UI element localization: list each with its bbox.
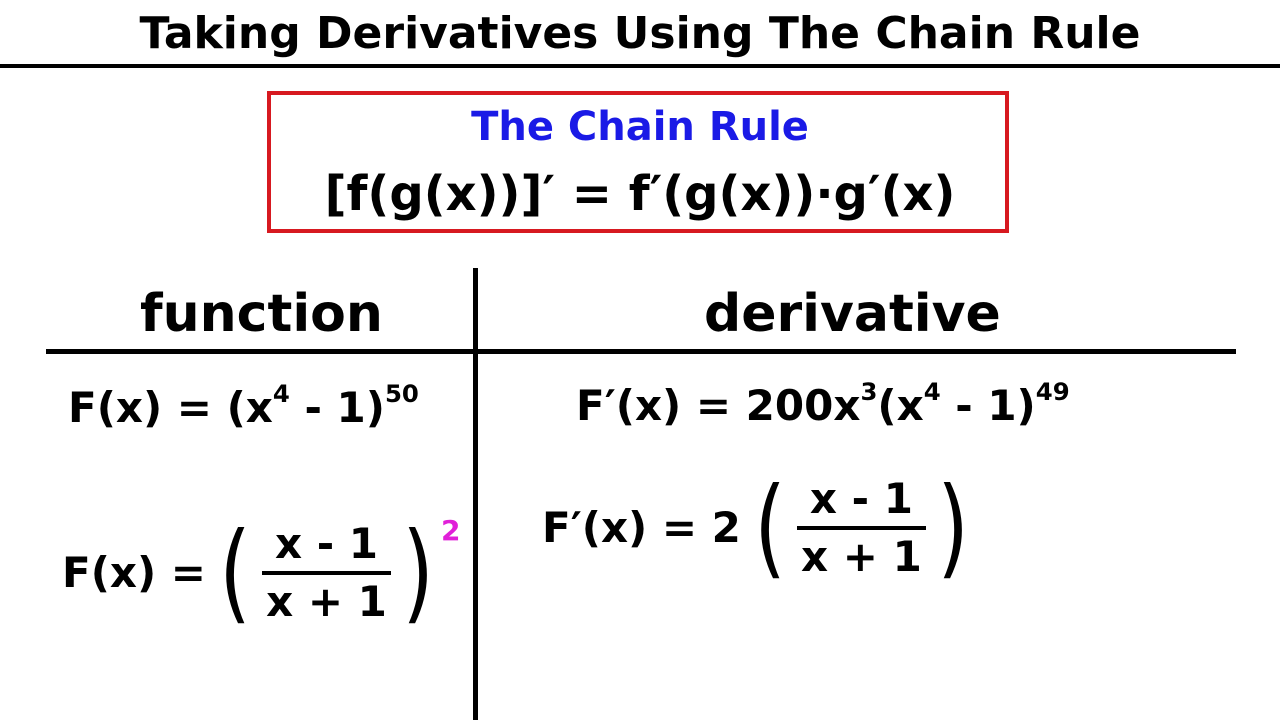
page-title: Taking Derivatives Using The Chain Rule (139, 8, 1141, 59)
example1-derivative-base: F′(x) = 200x (576, 381, 861, 430)
chain-rule-heading: The Chain Rule (471, 104, 809, 150)
right-paren-glyph: ) (937, 465, 969, 590)
example2-derivative-numerator: x - 1 (809, 474, 913, 523)
example1-derivative-mid-b: - 1) (940, 381, 1036, 430)
example2-derivative: F′(x) = 2 ( x - 1 x + 1 ) (542, 463, 974, 593)
fraction-bar (262, 571, 391, 575)
table-horizontal-divider (46, 349, 1236, 354)
example2-derivative-lhs: F′(x) = 2 (542, 503, 741, 552)
example2-function-lhs: F(x) = (62, 548, 206, 597)
left-paren-glyph: ( (754, 465, 786, 590)
right-paren-glyph: ) (402, 510, 434, 635)
example1-derivative-exponent-b: 4 (923, 377, 941, 407)
example1-function-mid: - 1) (289, 383, 385, 432)
table-vertical-divider (473, 268, 478, 720)
example2-function-denominator: x + 1 (266, 577, 387, 626)
example1-derivative-exponent-c: 49 (1035, 377, 1070, 407)
title-underline (0, 64, 1280, 68)
example2-function-fraction: x - 1 x + 1 (262, 519, 391, 627)
chain-rule-box (267, 91, 1009, 233)
example1-function-base: F(x) = (x (68, 383, 273, 432)
example1-function-outer-exponent: 50 (384, 379, 419, 409)
column-header-function: function (140, 284, 383, 344)
chain-rule-formula: [f(g(x))]′ = f′(g(x))·g′(x) (324, 166, 956, 222)
example2-function: F(x) = ( x - 1 x + 1 ) 2 (62, 508, 461, 638)
example1-function: F(x) = (x4 - 1)50 (68, 380, 419, 436)
example1-derivative-mid-a: (x (877, 381, 924, 430)
example1-function-inner-exponent: 4 (272, 379, 290, 409)
left-paren-glyph: ( (219, 510, 251, 635)
example2-function-exponent: 2 (441, 514, 461, 547)
fraction-bar (797, 526, 926, 530)
example1-derivative: F′(x) = 200x3(x4 - 1)49 (576, 378, 1070, 434)
example2-function-numerator: x - 1 (275, 519, 379, 568)
example1-derivative-exponent-a: 3 (860, 377, 878, 407)
example2-derivative-denominator: x + 1 (801, 532, 922, 581)
column-header-derivative: derivative (704, 284, 1001, 344)
example2-derivative-fraction: x - 1 x + 1 (797, 474, 926, 582)
